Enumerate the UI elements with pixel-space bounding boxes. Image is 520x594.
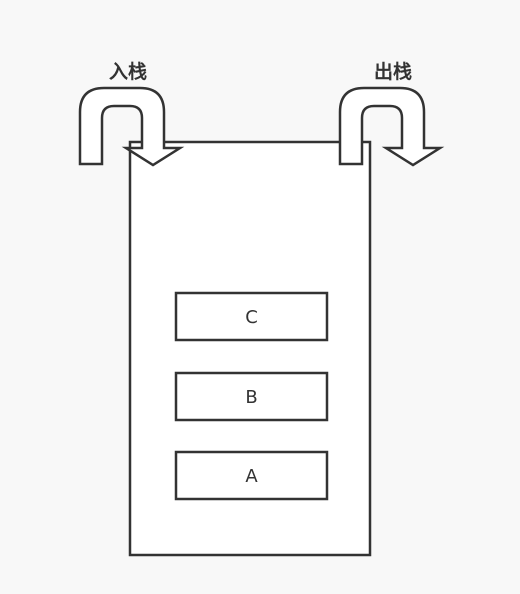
push-arrow-icon: [78, 86, 185, 167]
stack-item-box: [174, 291, 329, 342]
stack-item-c: C: [174, 291, 329, 342]
stack-item-box: [174, 371, 329, 422]
stack-item-box: [174, 450, 329, 501]
pop-arrow-icon: [338, 86, 445, 167]
stack-item-label: B: [245, 387, 257, 408]
stack-item-b: B: [174, 371, 329, 422]
stack-item-a: A: [174, 450, 329, 501]
pop-label: 出栈: [374, 60, 412, 83]
stack-item-label: C: [245, 307, 258, 328]
push-label: 入栈: [109, 60, 147, 83]
stack-item-label: A: [245, 466, 258, 487]
